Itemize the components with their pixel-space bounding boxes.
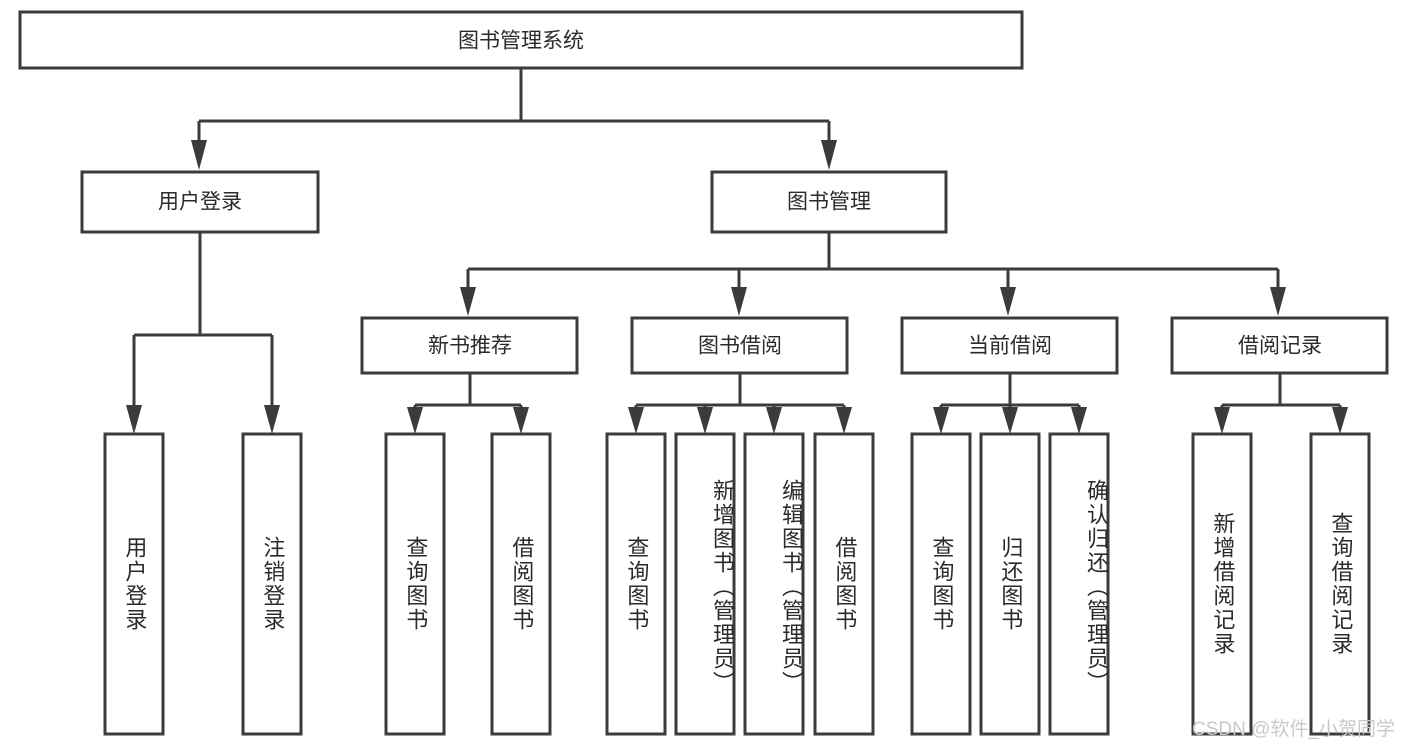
arrowhead-user-login-to-leaf1 — [126, 405, 142, 434]
node-borrow-label: 图书借阅 — [698, 335, 782, 358]
leaf-box-query-books-borrow[interactable] — [605, 432, 667, 736]
node-new-books-label: 新书推荐 — [428, 335, 512, 358]
leaf-box-confirm-return-admin[interactable] — [1048, 432, 1110, 736]
leaf-box-borrow-book[interactable] — [813, 432, 875, 736]
arrowhead-user-login-to-leaf2 — [264, 405, 280, 434]
node-borrow-records-box[interactable] — [1170, 316, 1389, 375]
node-root-box[interactable] — [18, 10, 1024, 70]
leaf-box-add-book-admin[interactable] — [674, 432, 736, 736]
node-current-borrow-label: 当前借阅 — [968, 335, 1052, 358]
arrowhead-book-mgmt-to-new-books — [460, 287, 476, 316]
node-borrow-records-label: 借阅记录 — [1238, 335, 1322, 358]
arrowhead-current-to-leaf1 — [933, 407, 949, 434]
node-new-books-box[interactable] — [360, 316, 579, 375]
leaf-box-add-borrow-record[interactable] — [1191, 432, 1253, 736]
leaf-box-return-book[interactable] — [979, 432, 1041, 736]
node-book-mgmt-label: 图书管理 — [787, 191, 871, 214]
arrowhead-records-to-leaf1 — [1214, 407, 1230, 434]
leaf-box-query-borrow-record[interactable] — [1309, 432, 1371, 736]
node-current-borrow-box[interactable] — [900, 316, 1119, 375]
leaf-box-query-books-current[interactable] — [910, 432, 972, 736]
arrowhead-borrow-to-leaf4 — [836, 407, 852, 434]
arrowhead-current-to-leaf2 — [1002, 407, 1018, 434]
leaf-box-edit-book-admin[interactable] — [743, 432, 805, 736]
node-root-label: 图书管理系统 — [458, 30, 584, 53]
arrowhead-new-books-to-leaf1 — [407, 407, 423, 434]
arrowhead-borrow-to-leaf1 — [628, 407, 644, 434]
leaf-box-borrow-books-newrec[interactable] — [490, 432, 552, 736]
node-user-login-label: 用户登录 — [158, 191, 242, 214]
arrowhead-borrow-to-leaf2 — [697, 407, 713, 434]
arrowhead-book-mgmt-to-current — [1000, 287, 1016, 316]
arrowhead-records-to-leaf2 — [1332, 407, 1348, 434]
node-book-mgmt-box[interactable] — [710, 170, 948, 234]
arrowhead-new-books-to-leaf2 — [513, 407, 529, 434]
node-borrow-box[interactable] — [630, 316, 849, 375]
csdn-watermark: CSDN @软件_小贺同学 — [1192, 719, 1395, 740]
arrowhead-current-to-leaf3 — [1071, 407, 1087, 434]
arrowhead-root-to-user-login — [191, 140, 207, 170]
arrowhead-book-mgmt-to-records — [1270, 287, 1286, 316]
leaf-box-logout[interactable] — [241, 432, 303, 736]
arrowhead-book-mgmt-to-borrow — [731, 287, 747, 316]
arrowhead-root-to-book-mgmt — [821, 140, 837, 170]
leaf-box-query-books-newrec[interactable] — [384, 432, 446, 736]
leaf-box-user-login[interactable] — [103, 432, 165, 736]
arrowhead-borrow-to-leaf3 — [766, 407, 782, 434]
